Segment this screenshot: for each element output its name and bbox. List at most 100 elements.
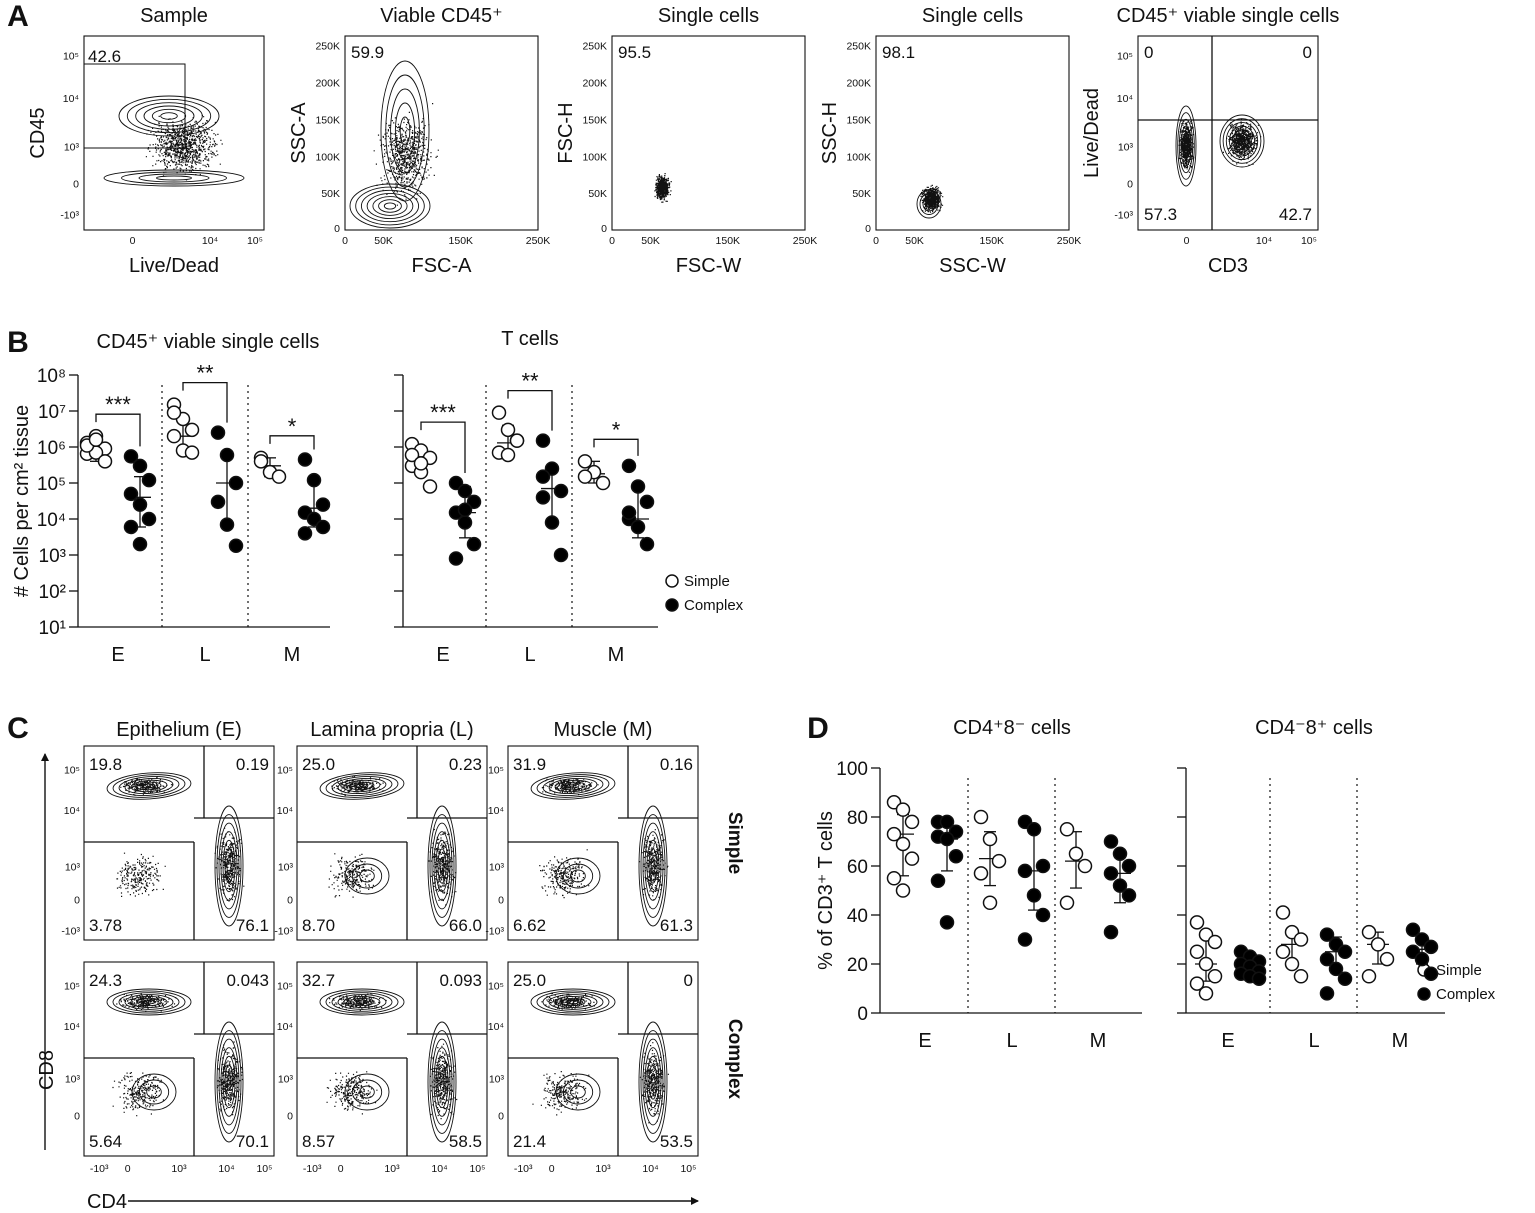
data-point-simple: [595, 475, 611, 491]
panel-label-a: A: [7, 0, 29, 33]
data-point-complex: [939, 814, 955, 830]
category-label: M: [284, 644, 301, 666]
plot-frame: [83, 745, 275, 941]
plot-frame: [507, 745, 699, 941]
column-title: Muscle (M): [554, 719, 653, 741]
x-tick-label: 0: [1184, 235, 1190, 247]
y-tick-label: 10³: [65, 1073, 81, 1085]
gate-box: [83, 63, 186, 149]
y-tick-label: 10⁵: [277, 980, 293, 992]
y-tick-label: 10⁵: [488, 764, 504, 776]
population-contour: [548, 994, 598, 1010]
quadrant-value: 53.5: [660, 1132, 693, 1151]
population-contour: [435, 839, 449, 893]
population-contour: [142, 783, 156, 789]
y-tick-label: 10⁴: [1117, 93, 1133, 105]
category-label: M: [608, 644, 625, 666]
y-tick-label: 10³: [1118, 142, 1134, 154]
data-point-simple: [1207, 934, 1223, 950]
data-point-complex: [210, 494, 226, 510]
plot-title: Single cells: [922, 5, 1023, 27]
data-point-simple: [982, 895, 998, 910]
population-contour: [640, 1030, 666, 1134]
y-tick-label: 10⁵: [37, 474, 66, 495]
data-point-complex: [1319, 986, 1335, 1001]
x-tick-label: 250K: [1057, 235, 1082, 247]
data-point-complex: [457, 483, 473, 499]
population-contour: [355, 999, 369, 1005]
data-point-simple: [1059, 895, 1075, 910]
y-tick-label: 10³: [39, 546, 66, 567]
plot-frame: [875, 35, 1070, 231]
x-tick-label: 0: [549, 1163, 555, 1175]
dot-plot: CD45⁺ viable single cells10¹10²10³10⁴10⁵…: [11, 331, 744, 666]
data-point-simple: [1275, 944, 1291, 959]
x-tick-label: -10³: [303, 1163, 322, 1175]
x-tick-label: 0: [125, 1163, 131, 1175]
x-axis-label: FSC-A: [412, 255, 473, 277]
data-point-simple: [1059, 822, 1075, 837]
population-contour: [1235, 133, 1249, 149]
population-contour: [359, 869, 375, 883]
data-point-simple: [1293, 969, 1309, 984]
population-contour: [216, 1030, 242, 1134]
gate-value: 98.1: [882, 43, 915, 62]
population-contour: [383, 202, 397, 210]
population-contour: [919, 193, 939, 215]
y-axis-label: SSC-A: [288, 102, 310, 164]
quadrant-value: 42.7: [1279, 205, 1312, 224]
data-point-complex: [132, 536, 148, 552]
data-point-complex: [948, 848, 964, 864]
population-contour: [325, 774, 399, 798]
y-tick-label: 50K: [588, 188, 607, 200]
population-contour: [536, 774, 610, 798]
data-point-complex: [1112, 878, 1128, 893]
x-tick-label: 250K: [526, 235, 551, 247]
data-point-complex: [1337, 944, 1353, 959]
data-point-simple: [1293, 932, 1309, 947]
plot-frame: [296, 961, 488, 1157]
category-label: M: [1090, 1030, 1107, 1052]
population-contour: [214, 805, 244, 927]
data-point-complex: [621, 458, 637, 474]
population-contour: [214, 1021, 244, 1143]
gate-value: 95.5: [618, 43, 651, 62]
population-contour: [570, 1085, 586, 1099]
population-contour: [142, 999, 156, 1005]
event-dots: [116, 852, 166, 897]
x-tick-label: 10³: [384, 1163, 400, 1175]
data-point-simple: [413, 456, 429, 471]
x-tick-label: 150K: [980, 235, 1005, 247]
y-tick-label: 10²: [39, 582, 66, 603]
quadrant-value: 0: [684, 971, 693, 990]
significance-marker: ***: [430, 400, 456, 425]
y-tick-label: 10³: [278, 1073, 294, 1085]
population-contour: [431, 822, 453, 910]
data-point-complex: [1103, 924, 1119, 940]
population-contour: [429, 814, 455, 918]
y-tick-label: 10⁸: [37, 366, 66, 387]
population-contour: [224, 848, 234, 884]
population-contour: [542, 992, 604, 1012]
x-tick-label: 0: [130, 235, 136, 247]
population-contour: [343, 779, 381, 793]
y-tick-label: 10³: [278, 861, 294, 873]
y-tick-label: 50K: [852, 188, 871, 200]
data-point-complex: [219, 447, 235, 463]
y-tick-label: 10⁵: [64, 764, 80, 776]
population-contour: [319, 772, 405, 800]
y-tick-label: 80: [847, 808, 868, 829]
data-point-simple: [895, 836, 911, 852]
y-tick-label: 100K: [315, 151, 340, 163]
data-point-complex: [297, 526, 313, 541]
y-tick-label: 10⁷: [38, 402, 66, 423]
population-contour: [555, 1073, 601, 1111]
quadrant-value: 0.23: [449, 755, 482, 774]
y-tick-label: 200K: [582, 78, 607, 90]
